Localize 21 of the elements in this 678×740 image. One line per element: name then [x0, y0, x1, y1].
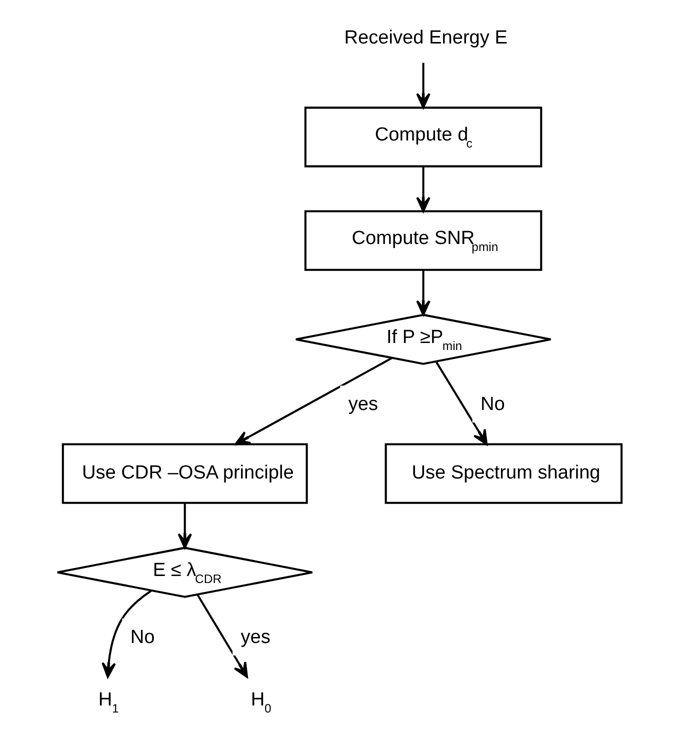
arrow [101, 590, 152, 678]
node-diamond: If P ≥P$_{min}$ [294, 314, 552, 365]
arrow [416, 166, 430, 212]
node-box: Compute d$_{c}$ [304, 106, 542, 168]
arrow [416, 62, 430, 108]
edge-label: yes [240, 626, 270, 648]
node-box: Compute SNR$_{pmin}$ [304, 210, 542, 271]
node-box: Use CDR –OSA principle [61, 443, 308, 504]
node-text: Received Energy E [344, 27, 507, 48]
node-diamond: E ≤ λ$_{CDR}$ [56, 546, 313, 598]
arrow [177, 503, 192, 549]
arrow [416, 270, 430, 316]
arrow [234, 357, 392, 446]
edge-label: yes [348, 394, 378, 415]
node-text: H$_{1}$ [98, 689, 118, 716]
edge-label: No [130, 626, 154, 648]
node-box: Use Spectrum sharing [384, 443, 622, 504]
arrow [196, 594, 248, 678]
edge-label: No [480, 394, 504, 415]
arrow [434, 361, 488, 446]
node-text: H$_{0}$ [250, 689, 271, 716]
